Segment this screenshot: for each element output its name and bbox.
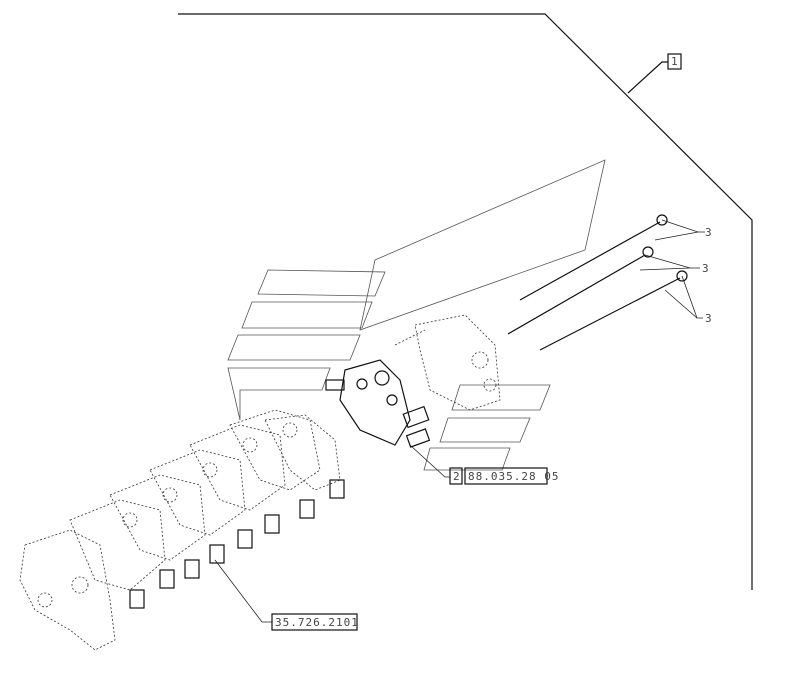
valve-section [325,359,431,448]
callout-box-2-code [464,467,548,485]
callout-box-1 [667,53,682,70]
callout-box-2-index [449,467,463,485]
callout-valve-bank: 35.726.2101 [275,616,359,629]
callout-2-index: 2 [453,470,461,483]
leader-line-1 [627,61,668,94]
tie-rods [507,214,705,351]
leader-line-valve-bank [214,559,272,623]
assembly-bracket-line [178,13,753,590]
leader-line-2 [409,444,450,478]
callout-rod-a: 3 [705,226,713,239]
callout-rod-b: 3 [702,262,710,275]
callout-2-code: 88.035.28 05 [468,470,559,483]
end-cover-dashed [414,314,501,411]
valve-bank-dashed [19,409,345,651]
callout-rod-c: 3 [705,312,713,325]
ghost-plates [227,159,606,471]
callout-1: 1 [671,55,679,68]
callout-box-valve-bank [271,613,358,631]
